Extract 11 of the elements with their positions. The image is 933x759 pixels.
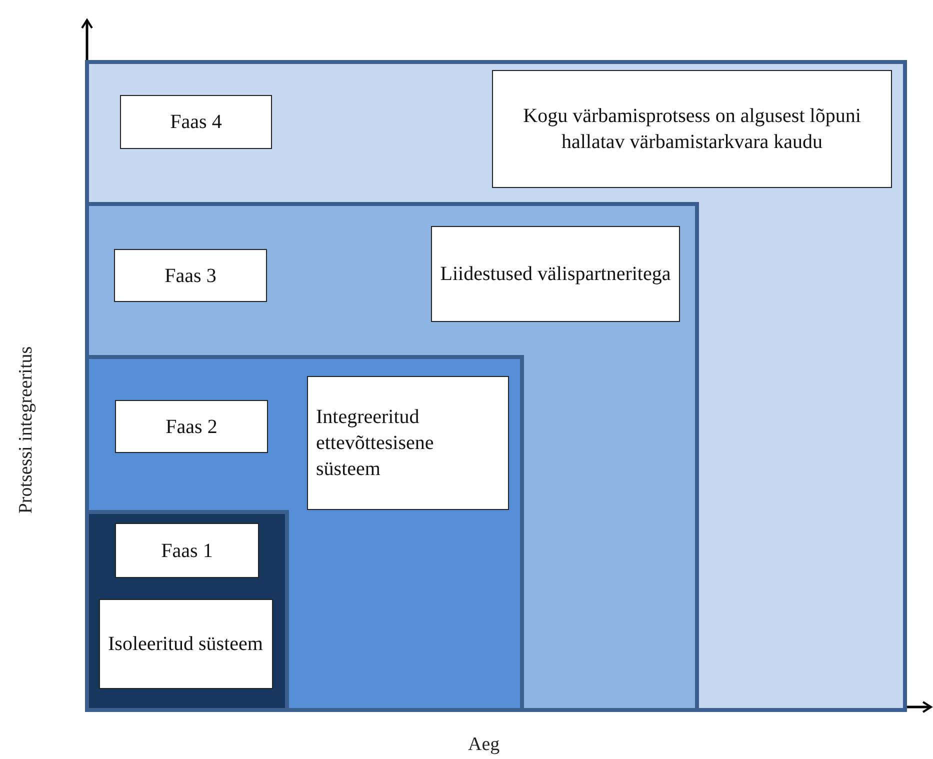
phase-area (85, 60, 907, 712)
axis-label: Protsessi integreeritus (15, 346, 38, 514)
text-box: Faas 4 (120, 95, 272, 149)
text-box: Isoleeritud süsteem (99, 599, 273, 689)
text-box: Faas 1 (115, 523, 259, 578)
text-box: Kogu värbamisprotsess on algusest lõpuni hallatav värbamistarkvara kaudu (492, 70, 892, 188)
text-box: Faas 3 (114, 249, 267, 302)
text-box: Liidestused välispartneritega (431, 226, 680, 322)
text-box: Integreeritud ettevõttesisene süsteem (307, 376, 509, 510)
axis-label: Aeg (468, 734, 500, 756)
text-box: Faas 2 (115, 400, 268, 453)
